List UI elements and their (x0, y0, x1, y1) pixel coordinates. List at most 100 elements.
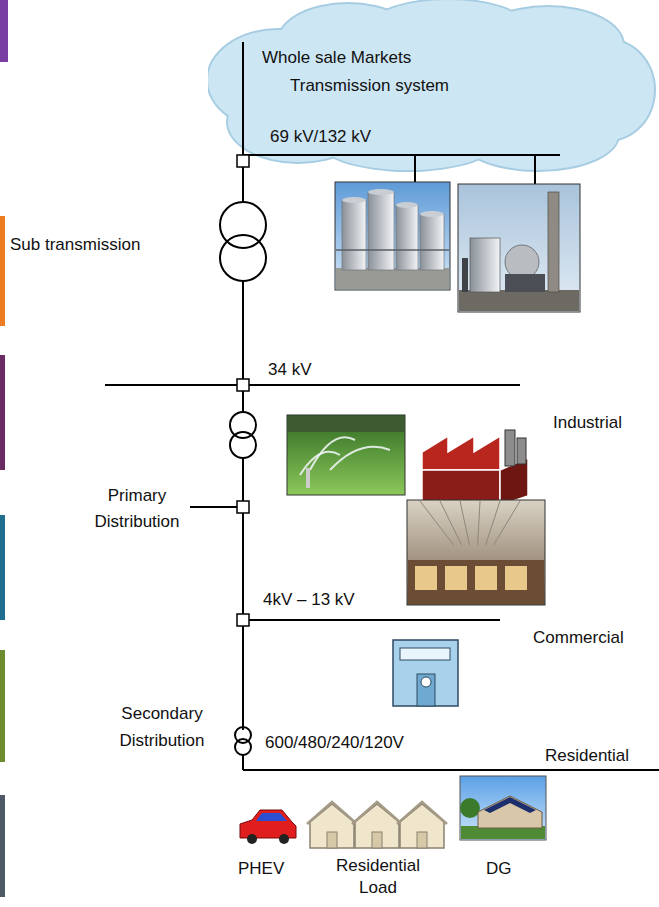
device-label: Residential Load (318, 855, 438, 899)
section-bar (0, 355, 5, 470)
wire (242, 281, 244, 412)
building-door (417, 674, 435, 706)
car-wheel (279, 834, 289, 844)
wire (243, 154, 560, 156)
bus-node (237, 501, 249, 513)
tank-top (342, 197, 366, 203)
glass-roof-rib (494, 501, 520, 545)
wire (243, 619, 500, 621)
section-bar (0, 795, 5, 897)
transformer-winding (235, 739, 251, 755)
section-label: Primary Distribution (87, 483, 187, 535)
house-roof (352, 802, 402, 824)
sphere-tank (505, 245, 539, 279)
cloud-title: Whole sale Markets Transmission system (262, 44, 490, 100)
storage-tank (342, 200, 366, 270)
refinery-tank (470, 238, 500, 292)
tank-top (420, 211, 444, 217)
car-body (240, 810, 296, 838)
building-emblem (421, 677, 431, 687)
device-label: PHEV (238, 858, 284, 880)
cloud-node: Whole sale Markets Transmission system 69… (208, 0, 657, 178)
refinery-photo (458, 184, 580, 312)
mall-photo (407, 500, 545, 605)
transformer-winding (230, 432, 256, 458)
pipe (336, 249, 449, 251)
office-building (393, 640, 458, 706)
storage-tank (420, 214, 444, 270)
voltage-label: 34 kV (268, 359, 311, 381)
tree-line (288, 416, 404, 432)
factory-chimney (505, 430, 515, 466)
tank-top (396, 202, 418, 208)
solar-photo (460, 776, 546, 840)
section-bar (0, 0, 8, 62)
glass-roof-rib (478, 501, 480, 545)
water-spray (330, 447, 390, 470)
house (355, 804, 399, 848)
building-sign (400, 648, 450, 660)
factory-chimney (517, 438, 526, 464)
voltage-label: 4kV – 13 kV (263, 589, 355, 611)
wire (414, 178, 416, 182)
section-bar (0, 650, 5, 762)
tree (460, 798, 480, 818)
glass-roof-rib (420, 501, 454, 545)
house-door (372, 832, 382, 848)
factory-roof (422, 436, 500, 470)
house (400, 804, 444, 848)
shop-window (475, 566, 497, 590)
car-wheel (247, 834, 257, 844)
shop-window (415, 566, 437, 590)
load-label: Residential (545, 745, 629, 767)
shop-window (445, 566, 467, 590)
glass-roof-rib (440, 501, 462, 545)
house-door (327, 832, 337, 848)
refinery-ground (459, 290, 579, 311)
tank-top (368, 189, 394, 195)
tank-photo-ground (336, 268, 449, 289)
sprinkler-head (306, 468, 310, 488)
device-label: DG (486, 858, 512, 880)
voltage-label: 600/480/240/120V (265, 732, 404, 754)
bus-node (237, 379, 249, 391)
bus-node (237, 614, 249, 626)
irrigation-photo (287, 415, 405, 495)
load-label: Industrial (553, 412, 622, 434)
wire (242, 178, 244, 202)
storage-tank (368, 192, 394, 270)
solar-house (478, 796, 542, 828)
wire (105, 384, 520, 386)
section-bar (0, 216, 5, 326)
wire (243, 769, 659, 771)
house-door (417, 832, 427, 848)
house-roof (397, 802, 447, 824)
load-label: Commercial (533, 627, 624, 649)
wire (534, 155, 536, 178)
shop-window (505, 566, 527, 590)
wire (190, 506, 243, 508)
column (462, 258, 468, 292)
process-unit (505, 274, 545, 292)
section-bar (0, 515, 5, 620)
solar-panel (484, 797, 536, 813)
chimney (548, 192, 559, 292)
voltage-label: 69 kV/132 kV (270, 126, 371, 148)
house-roof (307, 802, 357, 824)
car-window (256, 813, 287, 821)
bus-node (237, 155, 249, 167)
wire (414, 155, 416, 178)
wire (242, 458, 244, 730)
tank-photo (335, 182, 450, 290)
section-label: Secondary Distribution (103, 700, 221, 754)
wire (242, 755, 244, 770)
transformer-winding (230, 412, 256, 438)
storage-tank (396, 205, 418, 270)
wire (534, 178, 536, 184)
house (310, 804, 354, 848)
shop-fronts (408, 560, 544, 604)
transformer-winding (220, 235, 266, 281)
section-label: Sub transmission (10, 234, 140, 256)
glass-roof-rib (460, 501, 470, 545)
